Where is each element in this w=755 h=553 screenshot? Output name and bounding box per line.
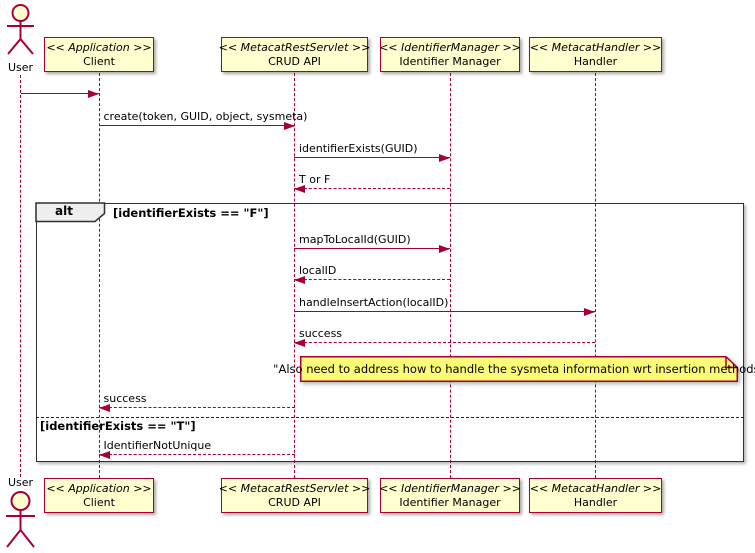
message-map-to-local-id: mapToLocalId(GUID) (294, 233, 450, 253)
alt-divider (36, 417, 744, 418)
participant-stereotype: << MetacatRestServlet >> (218, 40, 371, 54)
arrowhead-icon (98, 450, 110, 459)
arrowhead-icon (294, 338, 305, 347)
participant-crud-api-bottom: << MetacatRestServlet >> CRUD API (218, 478, 371, 513)
alt-operator-label: alt (55, 204, 73, 218)
note-shape (300, 356, 738, 382)
actor-label: User (7, 61, 34, 74)
participant-handler-top: << MetacatHandler >> Handler (529, 37, 662, 72)
lifeline-identifier-manager (449, 73, 451, 478)
participant-client-bottom: << Application >> Client (44, 478, 154, 513)
actor-user-top: User (0, 2, 41, 74)
participant-name: Identifier Manager (399, 495, 501, 509)
message-success-client: success (98, 392, 295, 412)
participant-name: CRUD API (268, 54, 321, 68)
message-create: create(token, GUID, object, sysmeta) (98, 110, 307, 130)
participant-stereotype: << Application >> (46, 481, 152, 495)
arrowhead-icon (294, 184, 305, 193)
participant-name: Identifier Manager (399, 54, 501, 68)
actor-label: User (7, 476, 34, 489)
arrowhead-icon (584, 307, 595, 316)
message-handle-insert-action: handleInsertAction(localID) (294, 296, 595, 316)
stick-figure-icon (6, 491, 35, 548)
arrowhead-icon (283, 121, 295, 130)
note-text: "Also need to address how to handle the … (273, 362, 755, 376)
participant-name: Handler (573, 495, 618, 509)
message-t-or-f: T or F (294, 173, 450, 193)
message-identifier-exists: identifierExists(GUID) (294, 142, 450, 162)
arrowhead-icon (98, 403, 110, 412)
lifeline-user (20, 75, 21, 477)
lifeline-client (98, 73, 100, 478)
alt-guard-false: [identifierExists == "T"] (40, 419, 196, 433)
participant-identifier-manager-bottom: << IdentifierManager >> Identifier Manag… (379, 478, 521, 513)
message-user-to-client (20, 79, 99, 98)
participant-stereotype: << IdentifierManager >> (379, 481, 521, 495)
participant-stereotype: << MetacatHandler >> (529, 40, 662, 54)
message-identifier-not-unique: IdentifierNotUnique (98, 439, 295, 459)
participant-stereotype: << IdentifierManager >> (379, 40, 521, 54)
arrowhead-icon (87, 89, 99, 98)
participant-name: Client (83, 495, 115, 509)
participant-name: Handler (573, 54, 618, 68)
participant-name: Client (83, 54, 115, 68)
participant-client-top: << Application >> Client (44, 37, 154, 72)
arrowhead-icon (439, 244, 450, 253)
alt-operator-pentagon (35, 202, 106, 223)
participant-name: CRUD API (268, 495, 321, 509)
participant-stereotype: << MetacatRestServlet >> (218, 481, 371, 495)
alt-fragment-frame (36, 203, 744, 462)
message-success-handler: success (294, 327, 595, 347)
participant-identifier-manager-top: << IdentifierManager >> Identifier Manag… (379, 37, 521, 72)
actor-user-bottom: User (0, 477, 41, 553)
lifeline-handler (595, 73, 596, 478)
alt-guard-true: [identifierExists == "F"] (113, 206, 269, 220)
participant-crud-api-top: << MetacatRestServlet >> CRUD API (218, 37, 371, 72)
arrowhead-icon (294, 275, 305, 284)
stick-figure-icon (7, 4, 34, 55)
participant-handler-bottom: << MetacatHandler >> Handler (529, 478, 662, 513)
message-local-id: localID (294, 264, 450, 284)
arrowhead-icon (439, 153, 450, 162)
participant-stereotype: << Application >> (46, 40, 152, 54)
participant-stereotype: << MetacatHandler >> (529, 481, 662, 495)
